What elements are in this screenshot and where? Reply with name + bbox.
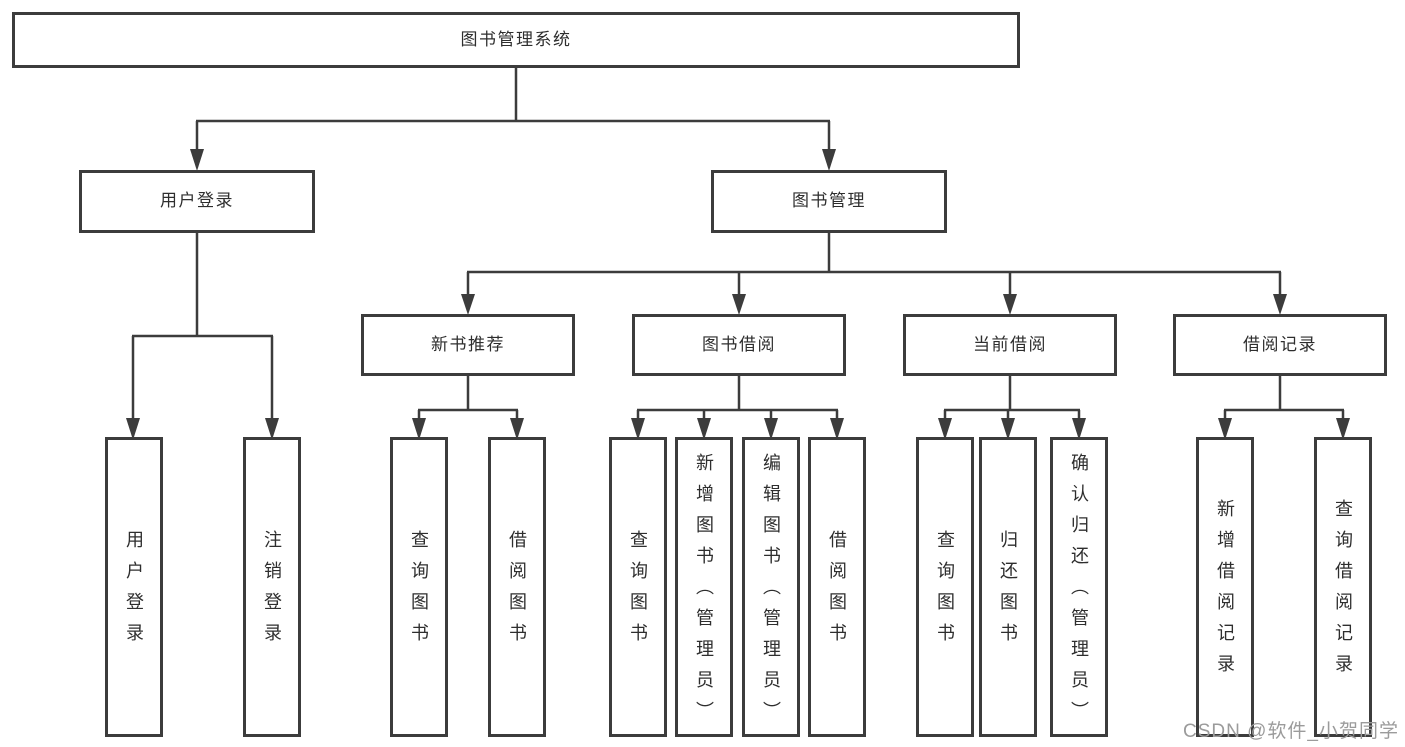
node-book-borrowing: 图书借阅: [632, 314, 846, 376]
arrow-down-icon: [764, 418, 778, 440]
arrow-down-icon: [1001, 418, 1015, 440]
arrow-down-icon: [1336, 418, 1350, 440]
leaf-query-books-borrowing: 查询图书: [609, 437, 667, 737]
arrow-down-icon: [1072, 418, 1086, 440]
node-user-login: 用户登录: [79, 170, 315, 233]
arrow-down-icon: [938, 418, 952, 440]
node-book-management: 图书管理: [711, 170, 947, 233]
arrowheads: [126, 149, 1350, 440]
arrow-down-icon: [732, 294, 746, 315]
leaf-user-login: 用户登录: [105, 437, 163, 737]
leaf-borrow-books-borrowing: 借阅图书: [808, 437, 866, 737]
node-borrowing-records: 借阅记录: [1173, 314, 1387, 376]
leaf-query-books-current: 查询图书: [916, 437, 974, 737]
arrow-down-icon: [822, 149, 836, 171]
leaf-borrow-books-recommend: 借阅图书: [488, 437, 546, 737]
arrow-down-icon: [461, 294, 475, 315]
node-current-borrowing: 当前借阅: [903, 314, 1117, 376]
arrow-down-icon: [126, 418, 140, 440]
leaf-edit-books-admin: 编辑图书（管理员）: [742, 437, 800, 737]
arrow-down-icon: [631, 418, 645, 440]
arrow-down-icon: [1218, 418, 1232, 440]
leaf-add-borrow-record: 新增借阅记录: [1196, 437, 1254, 737]
arrow-down-icon: [412, 418, 426, 440]
arrow-down-icon: [697, 418, 711, 440]
arrow-down-icon: [190, 149, 204, 171]
leaf-return-books: 归还图书: [979, 437, 1037, 737]
leaf-logout: 注销登录: [243, 437, 301, 737]
csdn-watermark: CSDN @软件_小贺同学: [1183, 721, 1399, 742]
arrow-down-icon: [1273, 294, 1287, 315]
arrow-down-icon: [1003, 294, 1017, 315]
leaf-query-borrow-record: 查询借阅记录: [1314, 437, 1372, 737]
connector-segments: [131, 68, 1345, 420]
node-new-book-recommendation: 新书推荐: [361, 314, 575, 376]
arrow-down-icon: [510, 418, 524, 440]
arrow-down-icon: [265, 418, 279, 440]
leaf-query-books-recommend: 查询图书: [390, 437, 448, 737]
node-library-management-system: 图书管理系统: [12, 12, 1020, 68]
leaf-confirm-return-admin: 确认归还（管理员）: [1050, 437, 1108, 737]
leaf-add-books-admin: 新增图书（管理员）: [675, 437, 733, 737]
arrow-down-icon: [830, 418, 844, 440]
